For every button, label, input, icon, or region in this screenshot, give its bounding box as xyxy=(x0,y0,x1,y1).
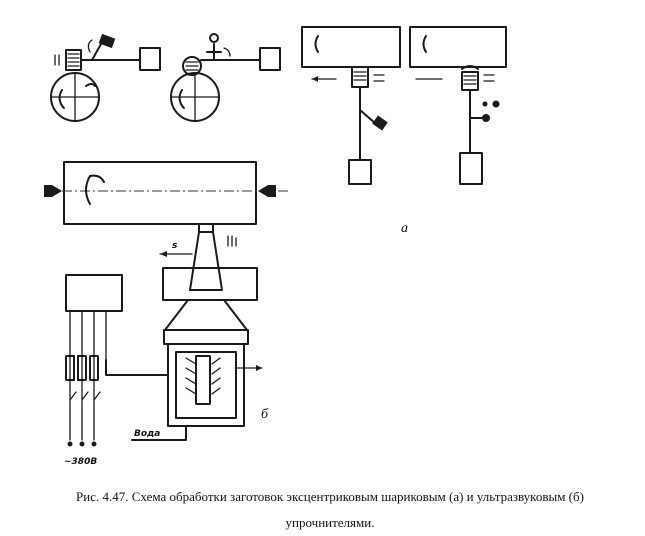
sketch-a4-shaft-tool xyxy=(409,26,507,185)
tool-holder xyxy=(351,66,369,88)
terminal xyxy=(79,441,85,447)
tool-holder xyxy=(461,71,479,91)
tool-holder xyxy=(65,49,82,71)
water-label: Вода xyxy=(134,429,160,439)
feed-s-label: s xyxy=(172,241,178,251)
cooling-jacket xyxy=(167,343,245,427)
transducer-cone xyxy=(164,299,248,331)
right-center xyxy=(258,185,276,197)
bearing-block xyxy=(459,152,483,185)
fuse xyxy=(65,355,75,381)
fuse xyxy=(77,355,87,381)
rotation-arrow xyxy=(314,35,319,53)
concentrator-horn xyxy=(189,231,223,291)
label-b: б xyxy=(261,407,269,422)
ultrasonic-generator xyxy=(65,274,123,312)
ball-tool xyxy=(182,56,202,76)
bearing-block xyxy=(139,47,161,71)
generator-cable xyxy=(105,359,169,376)
workpiece-cylinder xyxy=(63,161,257,225)
eccentric-pin xyxy=(482,114,490,122)
rotation-arrow xyxy=(422,35,427,53)
tool-mount xyxy=(162,267,258,301)
sketch-b-ultrasonic: s Вода ~380В xyxy=(44,161,290,467)
switch-contacts xyxy=(69,391,101,401)
transducer-rod xyxy=(195,355,211,405)
workpiece-wheel xyxy=(50,72,100,122)
bearing-block xyxy=(348,159,372,185)
figure-caption: Рис. 4.47. Схема обработки заготовок экс… xyxy=(76,489,584,530)
fuse xyxy=(89,355,99,381)
eccentric-ball xyxy=(372,115,388,131)
rotation-arrow xyxy=(178,89,185,109)
water-inlet-pipe xyxy=(131,425,187,441)
transducer-flange xyxy=(163,329,249,345)
eccentric-ball xyxy=(98,33,116,49)
sketch-a2-eccentric-wheel xyxy=(170,33,281,122)
voltage-label: ~380В xyxy=(64,457,97,467)
terminal xyxy=(67,441,73,447)
sketch-a1-eccentric-wheel xyxy=(50,33,161,122)
left-center xyxy=(44,185,62,197)
bearing-block xyxy=(259,47,281,71)
eccentric-arm xyxy=(359,109,377,125)
terminal xyxy=(91,441,97,447)
workpiece-shaft xyxy=(409,26,507,68)
sketch-a3-shaft-tool xyxy=(301,26,401,185)
rotation-arrow xyxy=(58,89,65,109)
eccentric-arm xyxy=(91,43,102,61)
rotation-arrow xyxy=(85,175,91,205)
tool-tip xyxy=(198,223,214,233)
magnetostrictor-core xyxy=(175,351,237,419)
workpiece-wheel xyxy=(170,72,220,122)
label-a: а xyxy=(401,221,408,236)
eccentric-pin xyxy=(209,33,219,43)
